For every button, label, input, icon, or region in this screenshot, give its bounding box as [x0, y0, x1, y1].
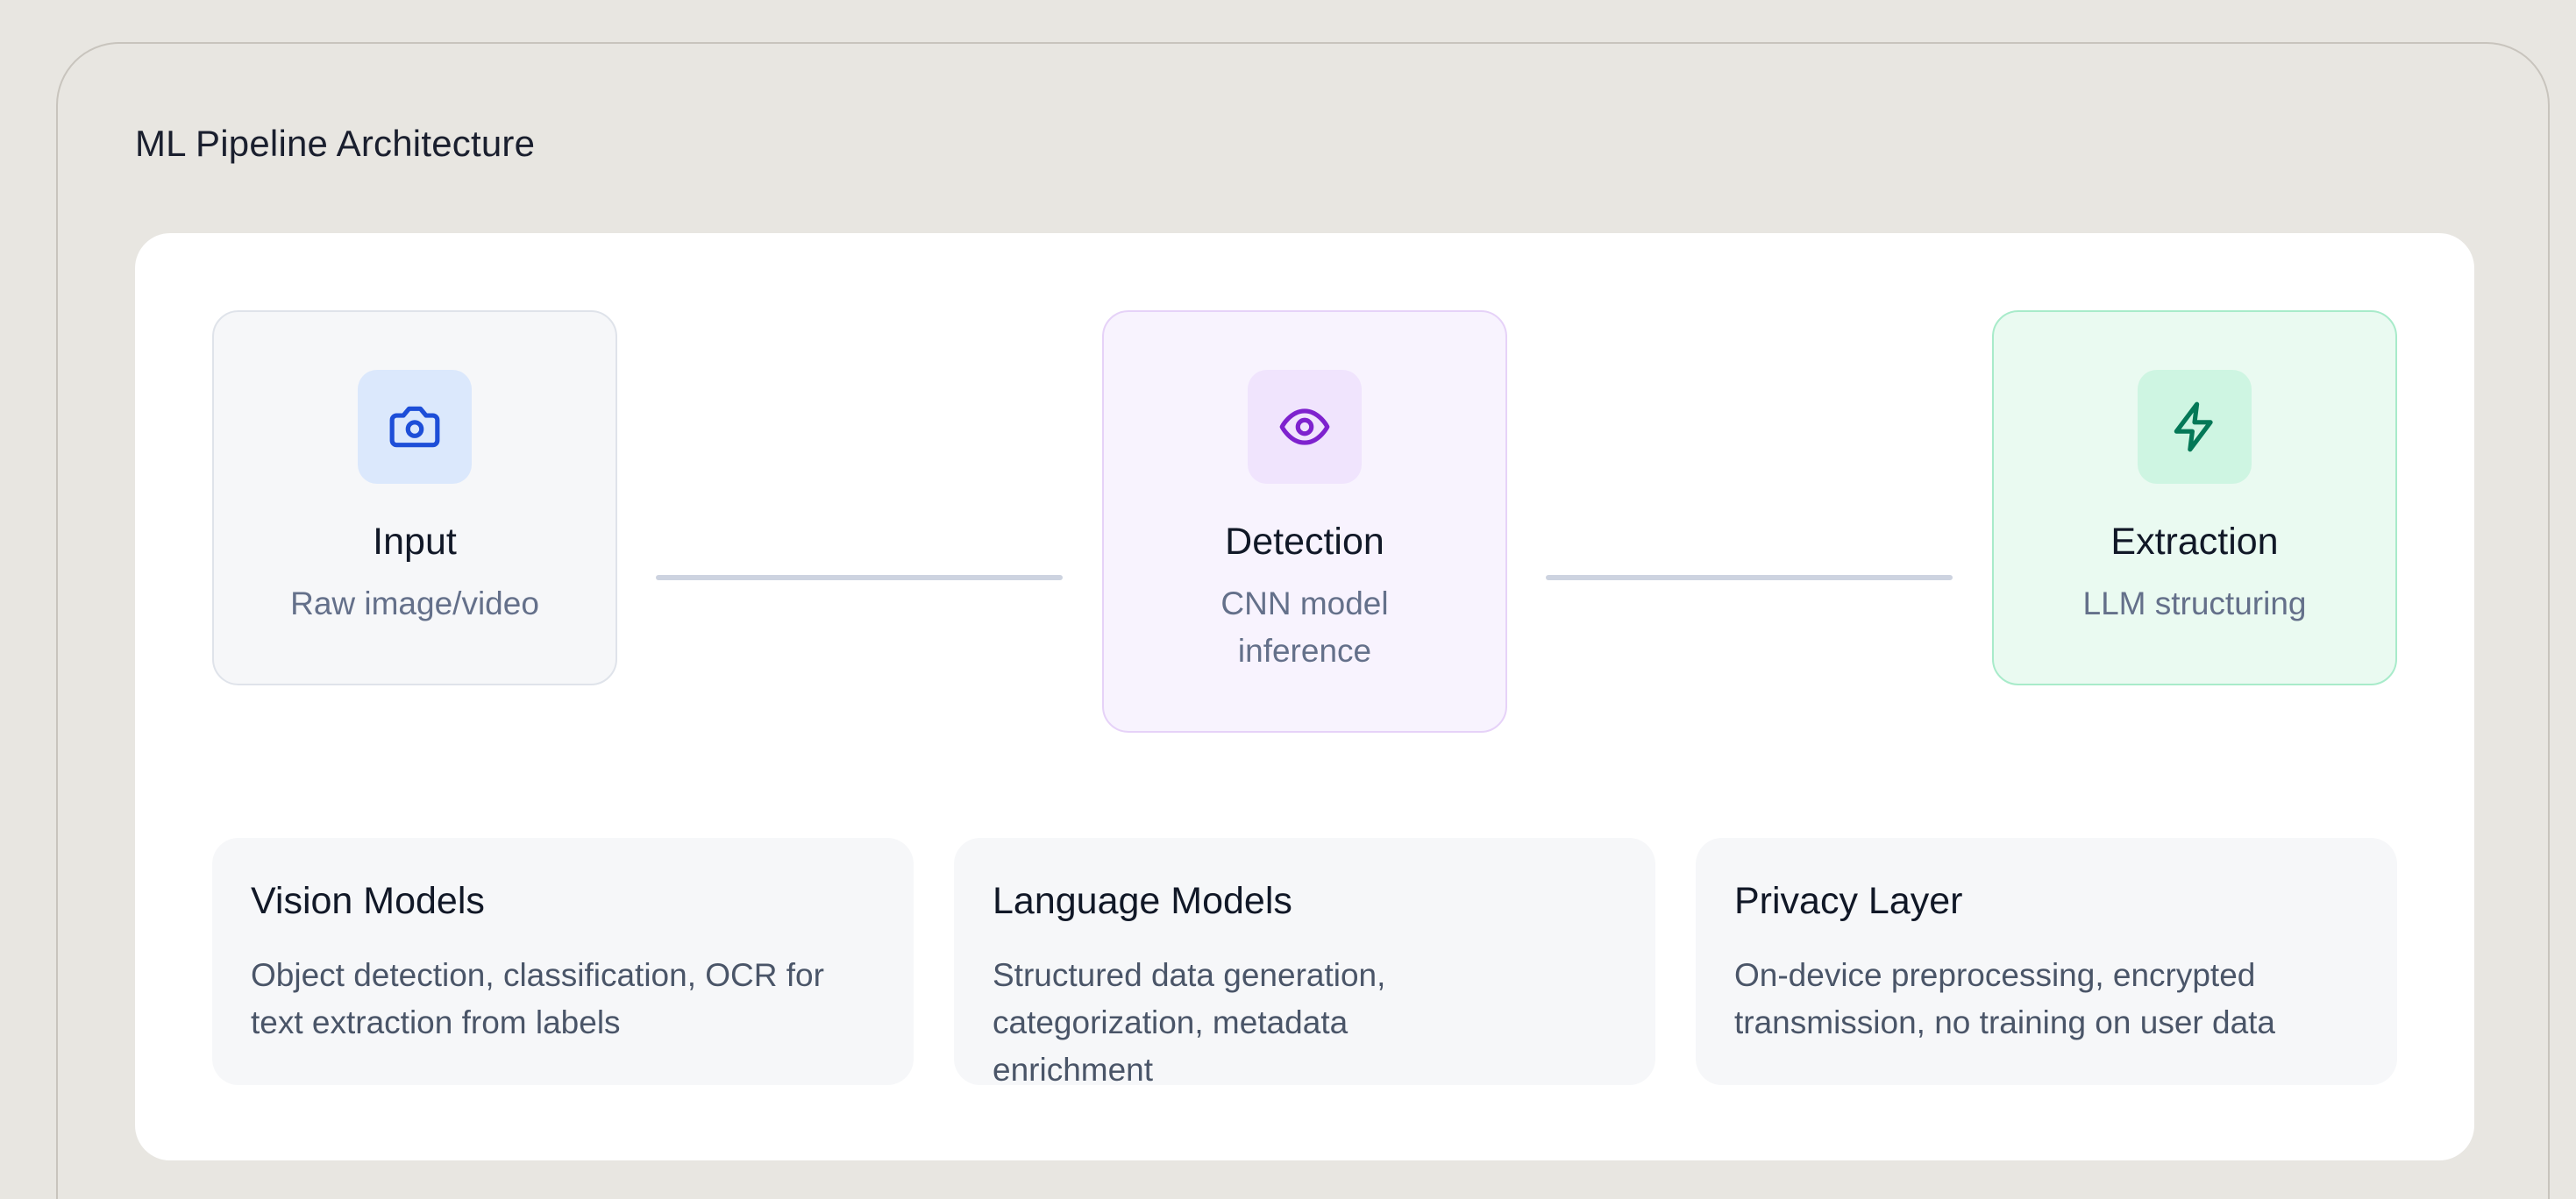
info-card-language-models: Language Models Structured data generati…: [954, 838, 1655, 1088]
info-card-description: Structured data generation, categorizati…: [993, 957, 1386, 1088]
info-card-title: Privacy Layer: [1734, 880, 1963, 922]
node-title: Input: [373, 521, 457, 563]
connector-line: [1546, 575, 1953, 580]
eye-icon: [1248, 370, 1362, 484]
pipeline-node-extraction: Extraction LLM structuring: [1992, 310, 2397, 685]
diagram-panel: Input Raw image/video Detection CNN mode…: [135, 233, 2474, 1160]
node-title: Extraction: [2110, 521, 2279, 563]
info-card-description: Object detection, classification, OCR fo…: [251, 957, 824, 1040]
connector-line: [656, 575, 1063, 580]
section-title: ML Pipeline Architecture: [135, 123, 536, 164]
architecture-section: ML Pipeline Architecture Input Raw image…: [56, 42, 2550, 1199]
camera-icon: [358, 370, 472, 484]
node-subtitle: Raw image/video: [290, 585, 539, 621]
info-card-vision-models: Vision Models Object detection, classifi…: [212, 838, 914, 1085]
pipeline-node-detection: Detection CNN model inference: [1102, 310, 1507, 733]
node-title: Detection: [1225, 521, 1384, 563]
info-card-privacy-layer: Privacy Layer On-device preprocessing, e…: [1696, 838, 2397, 1085]
info-card-title: Language Models: [993, 880, 1292, 922]
node-subtitle: CNN model inference: [1220, 585, 1389, 669]
node-subtitle: LLM structuring: [2082, 585, 2307, 621]
pipeline-node-input: Input Raw image/video: [212, 310, 617, 685]
lightning-icon: [2138, 370, 2252, 484]
info-card-title: Vision Models: [251, 880, 485, 922]
info-card-description: On-device preprocessing, encrypted trans…: [1734, 957, 2276, 1040]
